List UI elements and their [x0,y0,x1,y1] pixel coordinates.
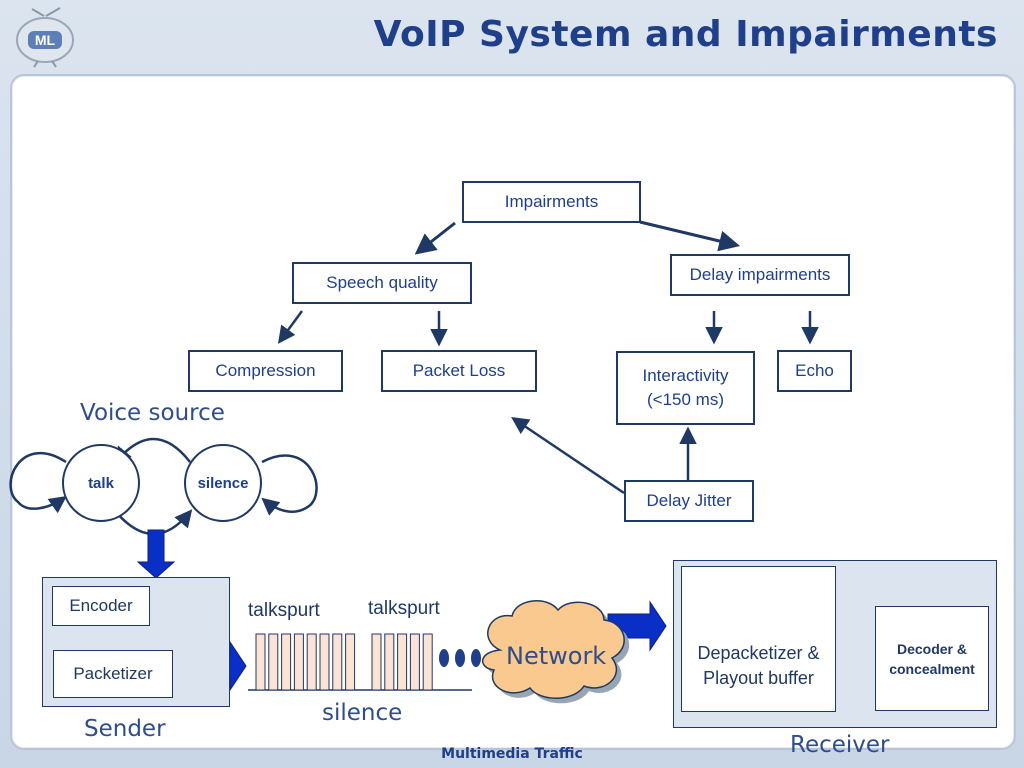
packetizer-box: Packetizer [53,650,173,698]
page-title: VoIP System and Impairments [373,14,998,55]
compression-label: Compression [215,361,316,380]
delay-impairments-label: Delay impairments [689,265,831,284]
block-arrow-source-to-sender [136,529,176,579]
talkspurt-label-2: talkspurt [368,598,440,619]
ellipsis-dot [439,649,449,667]
delay-impairments-box: Delay impairments [670,254,850,296]
packet-loss-label: Packet Loss [412,361,506,380]
compression-box: Compression [188,350,343,392]
packetizer-label: Packetizer [73,664,153,683]
packet [422,633,433,691]
receiver-label: Receiver [790,732,890,758]
impairments-label: Impairments [504,192,599,211]
ellipsis-dot [455,649,465,667]
silence-state: silence [184,444,262,522]
packet [409,633,420,691]
network-cloud-icon [482,600,630,704]
packet [255,633,266,691]
interactivity-label: Interactivity (<150 ms) [642,366,729,409]
packet [384,633,395,691]
packet [345,633,356,691]
voice-source-title: Voice source [80,400,225,426]
packet [332,633,343,691]
speech-quality-box: Speech quality [292,262,472,304]
packet [319,633,330,691]
packet [371,633,382,691]
decoder-label: Decoder & concealment [889,640,975,677]
sender-label: Sender [84,716,166,742]
talk-label: talk [88,474,114,492]
svg-text:ML: ML [35,32,56,48]
interactivity-box: Interactivity (<150 ms) [616,351,755,425]
speech-quality-label: Speech quality [326,273,438,292]
talkspurt-packets-1 [255,633,356,691]
talkspurt-label-1: talkspurt [248,600,320,621]
depacketizer-box [681,566,836,712]
decoder-box: Decoder & concealment [875,606,989,711]
packet [397,633,408,691]
delay-jitter-box: Delay Jitter [624,480,754,522]
arrow-jitter-to-packetloss [511,417,625,495]
loop-talk [9,452,67,514]
footer-text: Multimedia Traffic [441,746,583,762]
impairments-box: Impairments [462,181,641,223]
logo-icon: ML [16,7,74,68]
talkspurt-packets-2 [371,633,433,691]
talk-state: talk [62,444,140,522]
silence-label: silence [322,700,403,726]
arrow-root-to-delay [639,220,741,252]
loop-silence [261,454,318,516]
depacketizer-label: Depacketizer & Playout buffer [697,643,820,688]
echo-label: Echo [795,361,834,380]
silence-state-label: silence [197,474,249,492]
encoder-label: Encoder [69,596,133,615]
packet [306,633,317,691]
delay-jitter-label: Delay Jitter [646,491,732,510]
packet [281,633,292,691]
arrow-speech-to-compression [277,310,304,344]
ellipsis-dot [471,649,481,667]
packet [268,633,279,691]
arrow-root-to-speech [414,221,456,255]
packet-loss-box: Packet Loss [381,350,537,392]
encoder-box: Encoder [52,586,150,626]
network-label: Network [506,642,607,670]
echo-box: Echo [777,350,852,392]
packet [293,633,304,691]
